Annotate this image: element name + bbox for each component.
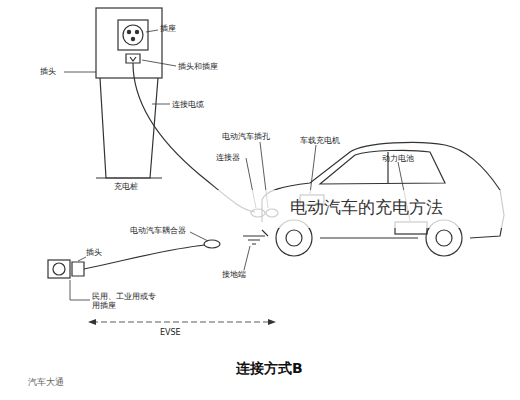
part-label: 插头: [40, 67, 56, 76]
coupler: [204, 240, 220, 248]
part-label: 插座: [160, 24, 176, 33]
part-label: 接地端: [222, 270, 246, 279]
watermark: 电动汽车的充电方法: [290, 198, 443, 218]
part-label: 连接电缆: [172, 100, 204, 109]
part-label: 插头: [86, 248, 102, 257]
watermark: 汽车大通: [28, 377, 64, 387]
plug-body: [126, 54, 140, 63]
span-arrow: [268, 319, 276, 325]
part-label: 电动汽车耦合器: [130, 226, 186, 235]
car-window: [320, 150, 445, 184]
part-label: 车载充电机: [300, 136, 340, 145]
post-pedestal: [100, 78, 158, 178]
caption: 连接方式B: [236, 360, 303, 376]
part-label: 插头和插座: [178, 62, 218, 71]
socket-circle: [123, 25, 143, 45]
part-label: 电动汽车插孔: [222, 132, 270, 141]
span-arrow: [88, 319, 96, 325]
domestic-socket: [48, 260, 70, 278]
part-label: 连接器: [216, 153, 240, 162]
post-head: [96, 8, 162, 78]
part-label: 动力电池: [382, 154, 414, 163]
part-label: EVSE: [160, 328, 181, 337]
socket-square: [118, 20, 148, 50]
part-label: 充电桩: [114, 182, 138, 191]
watermark-band: [0, 190, 520, 228]
part-label: 民用、工业用或专用插座: [92, 292, 162, 310]
earth-symbol: [243, 236, 265, 244]
plug: [72, 262, 84, 276]
